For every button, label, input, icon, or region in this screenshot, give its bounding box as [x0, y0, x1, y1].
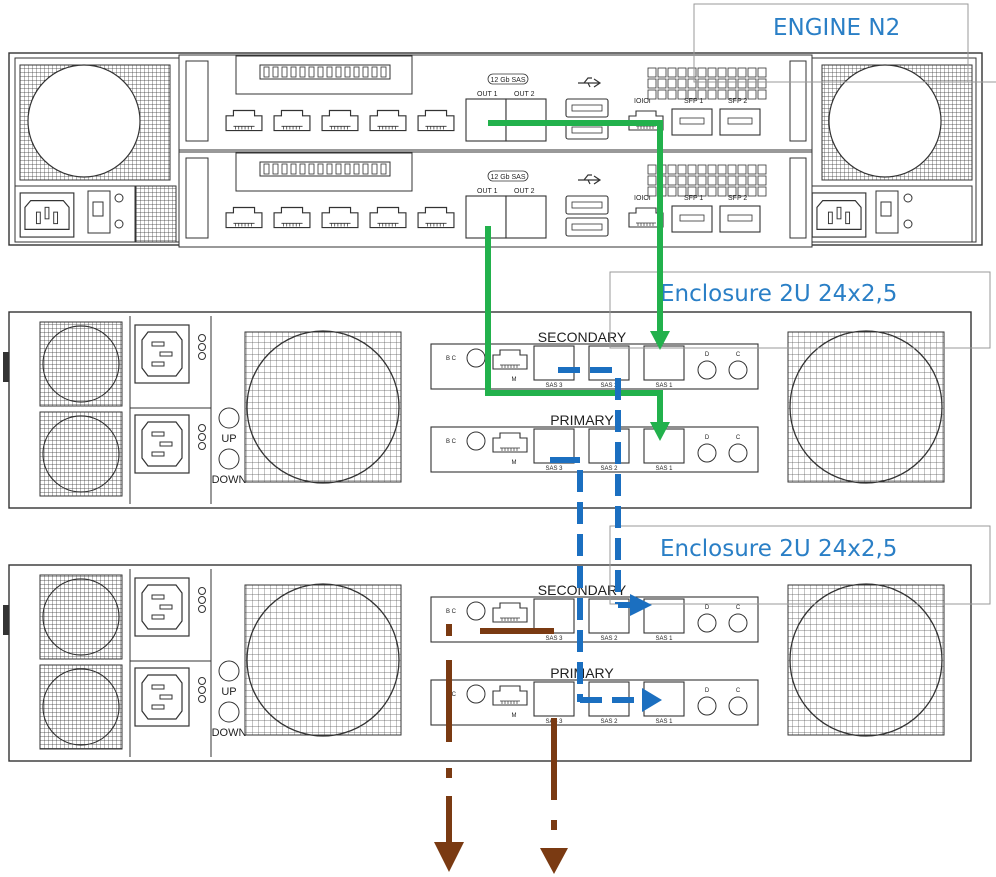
down-label: DOWN: [212, 474, 247, 486]
sas2-label: SAS 2: [600, 466, 618, 472]
up-button[interactable]: [219, 408, 239, 428]
m-label: M: [512, 713, 517, 719]
bc-label: B C: [446, 439, 457, 445]
bc-label: B C: [446, 609, 457, 615]
sas2-port: [589, 346, 629, 380]
c-label: C: [736, 435, 741, 441]
power-inlet-icon: [20, 193, 74, 237]
sas3-port: [534, 682, 574, 716]
up-label: UP: [221, 433, 236, 445]
sfp2-label: SFP 2: [728, 195, 747, 202]
out1-label: OUT 1: [477, 91, 498, 98]
power-inlet-icon: [812, 193, 866, 237]
d-label: D: [705, 605, 710, 611]
m-label: M: [512, 460, 517, 466]
sas1-label: SAS 1: [655, 383, 673, 389]
sas3-label: SAS 3: [545, 383, 563, 389]
out1-label: OUT 1: [477, 188, 498, 195]
sas-badge: 12 Gb SAS: [490, 77, 525, 84]
sas2-label: SAS 2: [600, 719, 618, 725]
power-inlet-icon: [135, 578, 189, 636]
c-label: C: [736, 605, 741, 611]
c-label: C: [736, 352, 741, 358]
power-inlet-icon: [135, 415, 189, 473]
sas1-label: SAS 1: [655, 466, 673, 472]
down-label: DOWN: [212, 727, 247, 739]
sas3-port: [534, 599, 574, 633]
power-inlet-icon: [135, 325, 189, 383]
bc-label: B C: [446, 356, 457, 362]
d-label: D: [705, 352, 710, 358]
sas2-port: [589, 429, 629, 463]
out2-label: OUT 2: [514, 91, 535, 98]
sas3-label: SAS 3: [545, 636, 563, 642]
fan-icon: [28, 65, 140, 177]
sfp1-label: SFP 1: [684, 98, 703, 105]
sas1-label: SAS 1: [655, 719, 673, 725]
enclosure-1-title: Enclosure 2U 24x2,5: [660, 281, 897, 307]
down-button[interactable]: [219, 449, 239, 469]
sas1-port: [644, 429, 684, 463]
sas3-port: [534, 346, 574, 380]
brown-arrowhead-icon: [434, 842, 464, 872]
sfp1-label: SFP 1: [684, 195, 703, 202]
brown-arrowhead-icon: [540, 848, 568, 874]
d-label: D: [705, 435, 710, 441]
engine-title: ENGINE N2: [773, 15, 900, 41]
up-button[interactable]: [219, 661, 239, 681]
d-label: D: [705, 688, 710, 694]
power-inlet-icon: [135, 668, 189, 726]
sas-badge: 12 Gb SAS: [490, 174, 525, 181]
sas1-label: SAS 1: [655, 636, 673, 642]
sas-out2-port: [506, 196, 546, 238]
sas2-label: SAS 2: [600, 636, 618, 642]
enclosure-2-title: Enclosure 2U 24x2,5: [660, 536, 897, 562]
sas3-label: SAS 3: [545, 466, 563, 472]
m-label: M: [512, 377, 517, 383]
up-label: UP: [221, 686, 236, 698]
sas1-port: [644, 346, 684, 380]
out2-label: OUT 2: [514, 188, 535, 195]
c-label: C: [736, 688, 741, 694]
module-name: SECONDARY: [538, 329, 627, 345]
sfp2-label: SFP 2: [728, 98, 747, 105]
down-button[interactable]: [219, 702, 239, 722]
module-name: PRIMARY: [550, 412, 614, 428]
